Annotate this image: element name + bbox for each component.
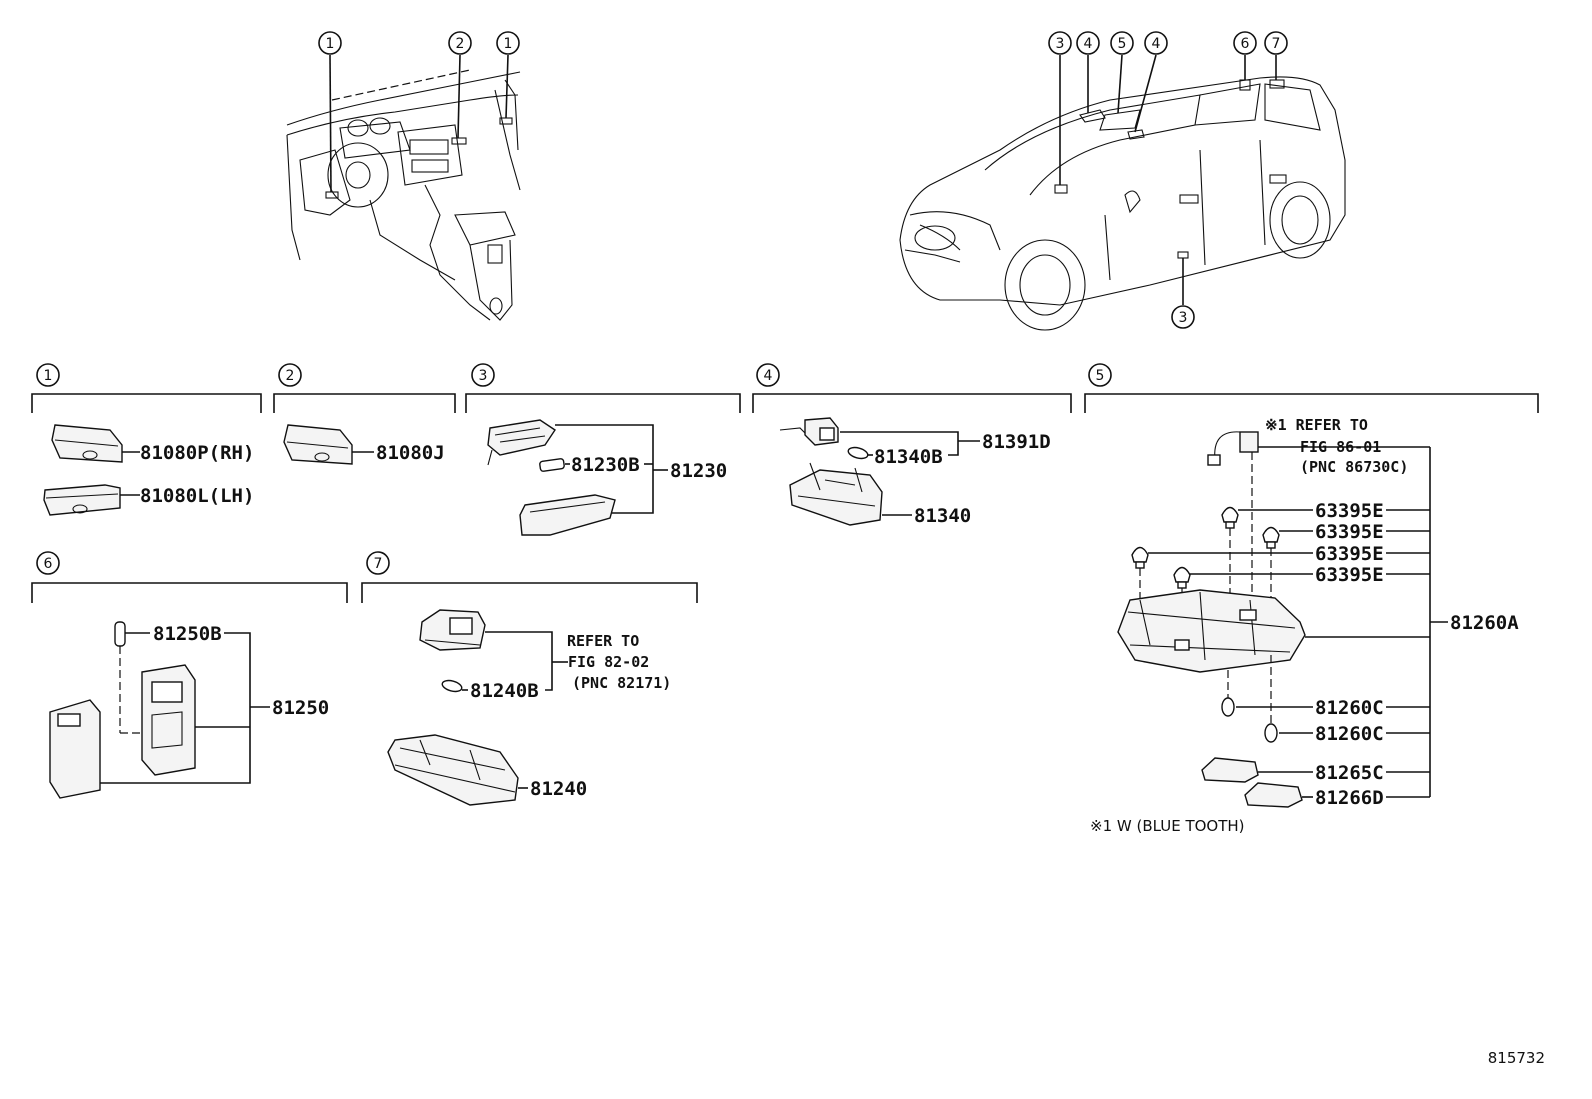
part-label-63395e-1: 63395E [1315,500,1384,522]
vanity-lamp-lens-81250 [49,699,101,799]
callout-1-dash-right: 1 [496,31,520,55]
section-6-header: 6 [31,551,348,603]
section-2-header: 2 [273,363,456,413]
callout-2-dash: 2 [448,31,472,55]
callout-7-label: 7 [1272,36,1281,52]
car-illustration [899,54,1346,331]
room-lamp-81340 [789,462,883,526]
part-label-81265c: 81265C [1315,762,1384,784]
section-7-label: 7 [374,556,383,572]
part-label-81240: 81240 [530,778,587,800]
bulb-81230b [539,458,565,472]
section-7-header: 7 [361,551,698,603]
callout-1-label: 1 [504,36,513,52]
switch-81080p-rh [51,424,123,463]
switch-81080l-lh [43,484,121,516]
bulb-81240b [441,679,463,693]
section-6-label: 6 [44,556,53,572]
clip-63395e-b [1262,526,1280,549]
cover-81266d [1244,782,1303,808]
part-label-81240b: 81240B [470,680,539,702]
part-label-81391d: 81391D [982,431,1051,453]
callout-1-label: 1 [326,36,335,52]
section-2-label: 2 [286,368,295,384]
bulb-81340b [847,446,869,460]
section-5-header: 5 [1084,363,1539,413]
clip-63395e-c [1131,546,1149,569]
note-pnc-82171: (PNC 82171) [572,674,671,692]
part-label-81230b: 81230B [571,454,640,476]
section-1-header: 1 [31,363,262,413]
overhead-console-81260a [1117,589,1306,673]
part-label-63395e-3: 63395E [1315,543,1384,565]
lens-81265c [1201,757,1259,783]
section-5-label: 5 [1096,368,1105,384]
bluetooth-microphone-wire [1207,431,1259,466]
callout-3-car-top: 3 [1048,31,1072,55]
callout-4-car-a: 4 [1076,31,1100,55]
part-label-81250b: 81250B [153,623,222,645]
part-label-81260c-1: 81260C [1315,697,1384,719]
courtesy-lamp-lens-81230 [519,494,616,536]
part-label-81260a: 81260A [1450,612,1519,634]
note-star1-refer-to: ※1 REFER TO [1265,416,1368,434]
note-refer-to: REFER TO [567,632,639,650]
callout-6-label: 6 [1241,36,1250,52]
note-fig-82-02: FIG 82-02 [568,653,649,671]
callout-7-car: 7 [1264,31,1288,55]
bulb-81260c-b [1264,723,1278,743]
callout-2-label: 2 [456,36,465,52]
bulb-81250b [114,621,126,647]
callout-3-label: 3 [1179,310,1188,326]
section-3-header: 3 [465,363,741,413]
courtesy-lamp-socket-81230 [487,419,556,466]
part-label-81080l: 81080L(LH) [140,485,254,507]
callout-5-car: 5 [1110,31,1134,55]
note-bluetooth-footnote: ※1 W (BLUE TOOTH) [1090,817,1245,835]
callout-4-label: 4 [1152,36,1161,52]
switch-81080j [283,424,353,465]
part-label-81340b: 81340B [874,446,943,468]
section-1-label: 1 [44,368,53,384]
part-label-81260c-2: 81260C [1315,723,1384,745]
dashboard-illustration [286,54,521,321]
section-3-label: 3 [479,368,488,384]
part-label-63395e-4: 63395E [1315,564,1384,586]
part-label-81080j: 81080J [376,442,445,464]
lamp-socket-81391d [779,417,839,446]
callout-5-label: 5 [1118,36,1127,52]
part-label-81250: 81250 [272,697,329,719]
callout-4-label: 4 [1084,36,1093,52]
map-lamp-81240 [387,734,519,806]
callout-3-label: 3 [1056,36,1065,52]
callout-6-car: 6 [1233,31,1257,55]
figure-id: 815732 [1488,1049,1545,1067]
part-label-81340: 81340 [914,505,971,527]
vanity-lamp-housing-81250 [141,664,196,776]
clip-63395e-a [1221,506,1239,529]
clip-63395e-d [1173,566,1191,589]
part-label-81266d: 81266D [1315,787,1384,809]
section-4-label: 4 [764,368,773,384]
section-4-header: 4 [752,363,1072,413]
part-label-81230: 81230 [670,460,727,482]
callout-4-car-b: 4 [1144,31,1168,55]
bulb-81260c-a [1221,697,1235,717]
callout-3-car-bottom: 3 [1171,305,1195,329]
note-pnc-86730c: (PNC 86730C) [1300,458,1408,476]
part-label-81080p: 81080P(RH) [140,442,254,464]
part-label-63395e-2: 63395E [1315,521,1384,543]
lamp-socket-section7 [419,609,486,651]
callout-1-dash-left: 1 [318,31,342,55]
